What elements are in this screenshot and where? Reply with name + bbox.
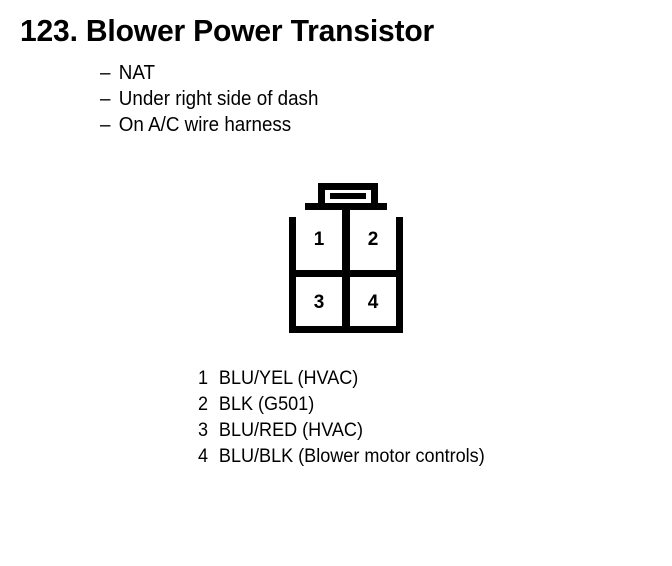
- legend-pin-label: BLU/BLK (Blower motor controls): [218, 446, 485, 467]
- detail-list: –NAT –Under right side of dash –On A/C w…: [100, 60, 520, 138]
- page-title: 123. Blower Power Transistor: [20, 13, 435, 48]
- connector-pin-1: 1: [314, 229, 325, 250]
- list-item: –On A/C wire harness: [100, 112, 495, 138]
- legend-row: 1 BLU/YEL (HVAC): [198, 366, 485, 392]
- legend-row: 2 BLK (G501): [198, 392, 485, 418]
- connector-pin-2: 2: [368, 229, 379, 250]
- legend-pin-label: BLK (G501): [218, 394, 315, 415]
- legend-pin-number: 3: [198, 420, 209, 441]
- legend-pin-number: 2: [198, 394, 209, 415]
- dash-icon: –: [100, 114, 111, 136]
- list-item-label: NAT: [118, 62, 156, 84]
- legend-pin-label: BLU/RED (HVAC): [218, 420, 363, 441]
- connector-pin-4: 4: [368, 292, 379, 313]
- connector-latch-icon: [318, 183, 378, 205]
- list-item: –NAT: [100, 60, 495, 86]
- legend-pin-number: 1: [198, 368, 209, 389]
- dash-icon: –: [100, 88, 111, 110]
- pin-legend: 1 BLU/YEL (HVAC) 2 BLK (G501) 3 BLU/RED (HV…: [198, 366, 500, 470]
- dash-icon: –: [100, 62, 111, 84]
- legend-row: 3 BLU/RED (HVAC): [198, 418, 485, 444]
- connector-body-outline: [289, 203, 403, 333]
- legend-pin-label: BLU/YEL (HVAC): [218, 368, 359, 389]
- connector-pin-3: 3: [314, 292, 325, 313]
- legend-pin-number: 4: [198, 446, 209, 467]
- connector-diagram: 1 2 3 4: [286, 180, 406, 338]
- list-item-label: On A/C wire harness: [118, 114, 292, 136]
- legend-row: 4 BLU/BLK (Blower motor controls): [198, 444, 485, 470]
- list-item-label: Under right side of dash: [118, 88, 319, 110]
- list-item: –Under right side of dash: [100, 86, 495, 112]
